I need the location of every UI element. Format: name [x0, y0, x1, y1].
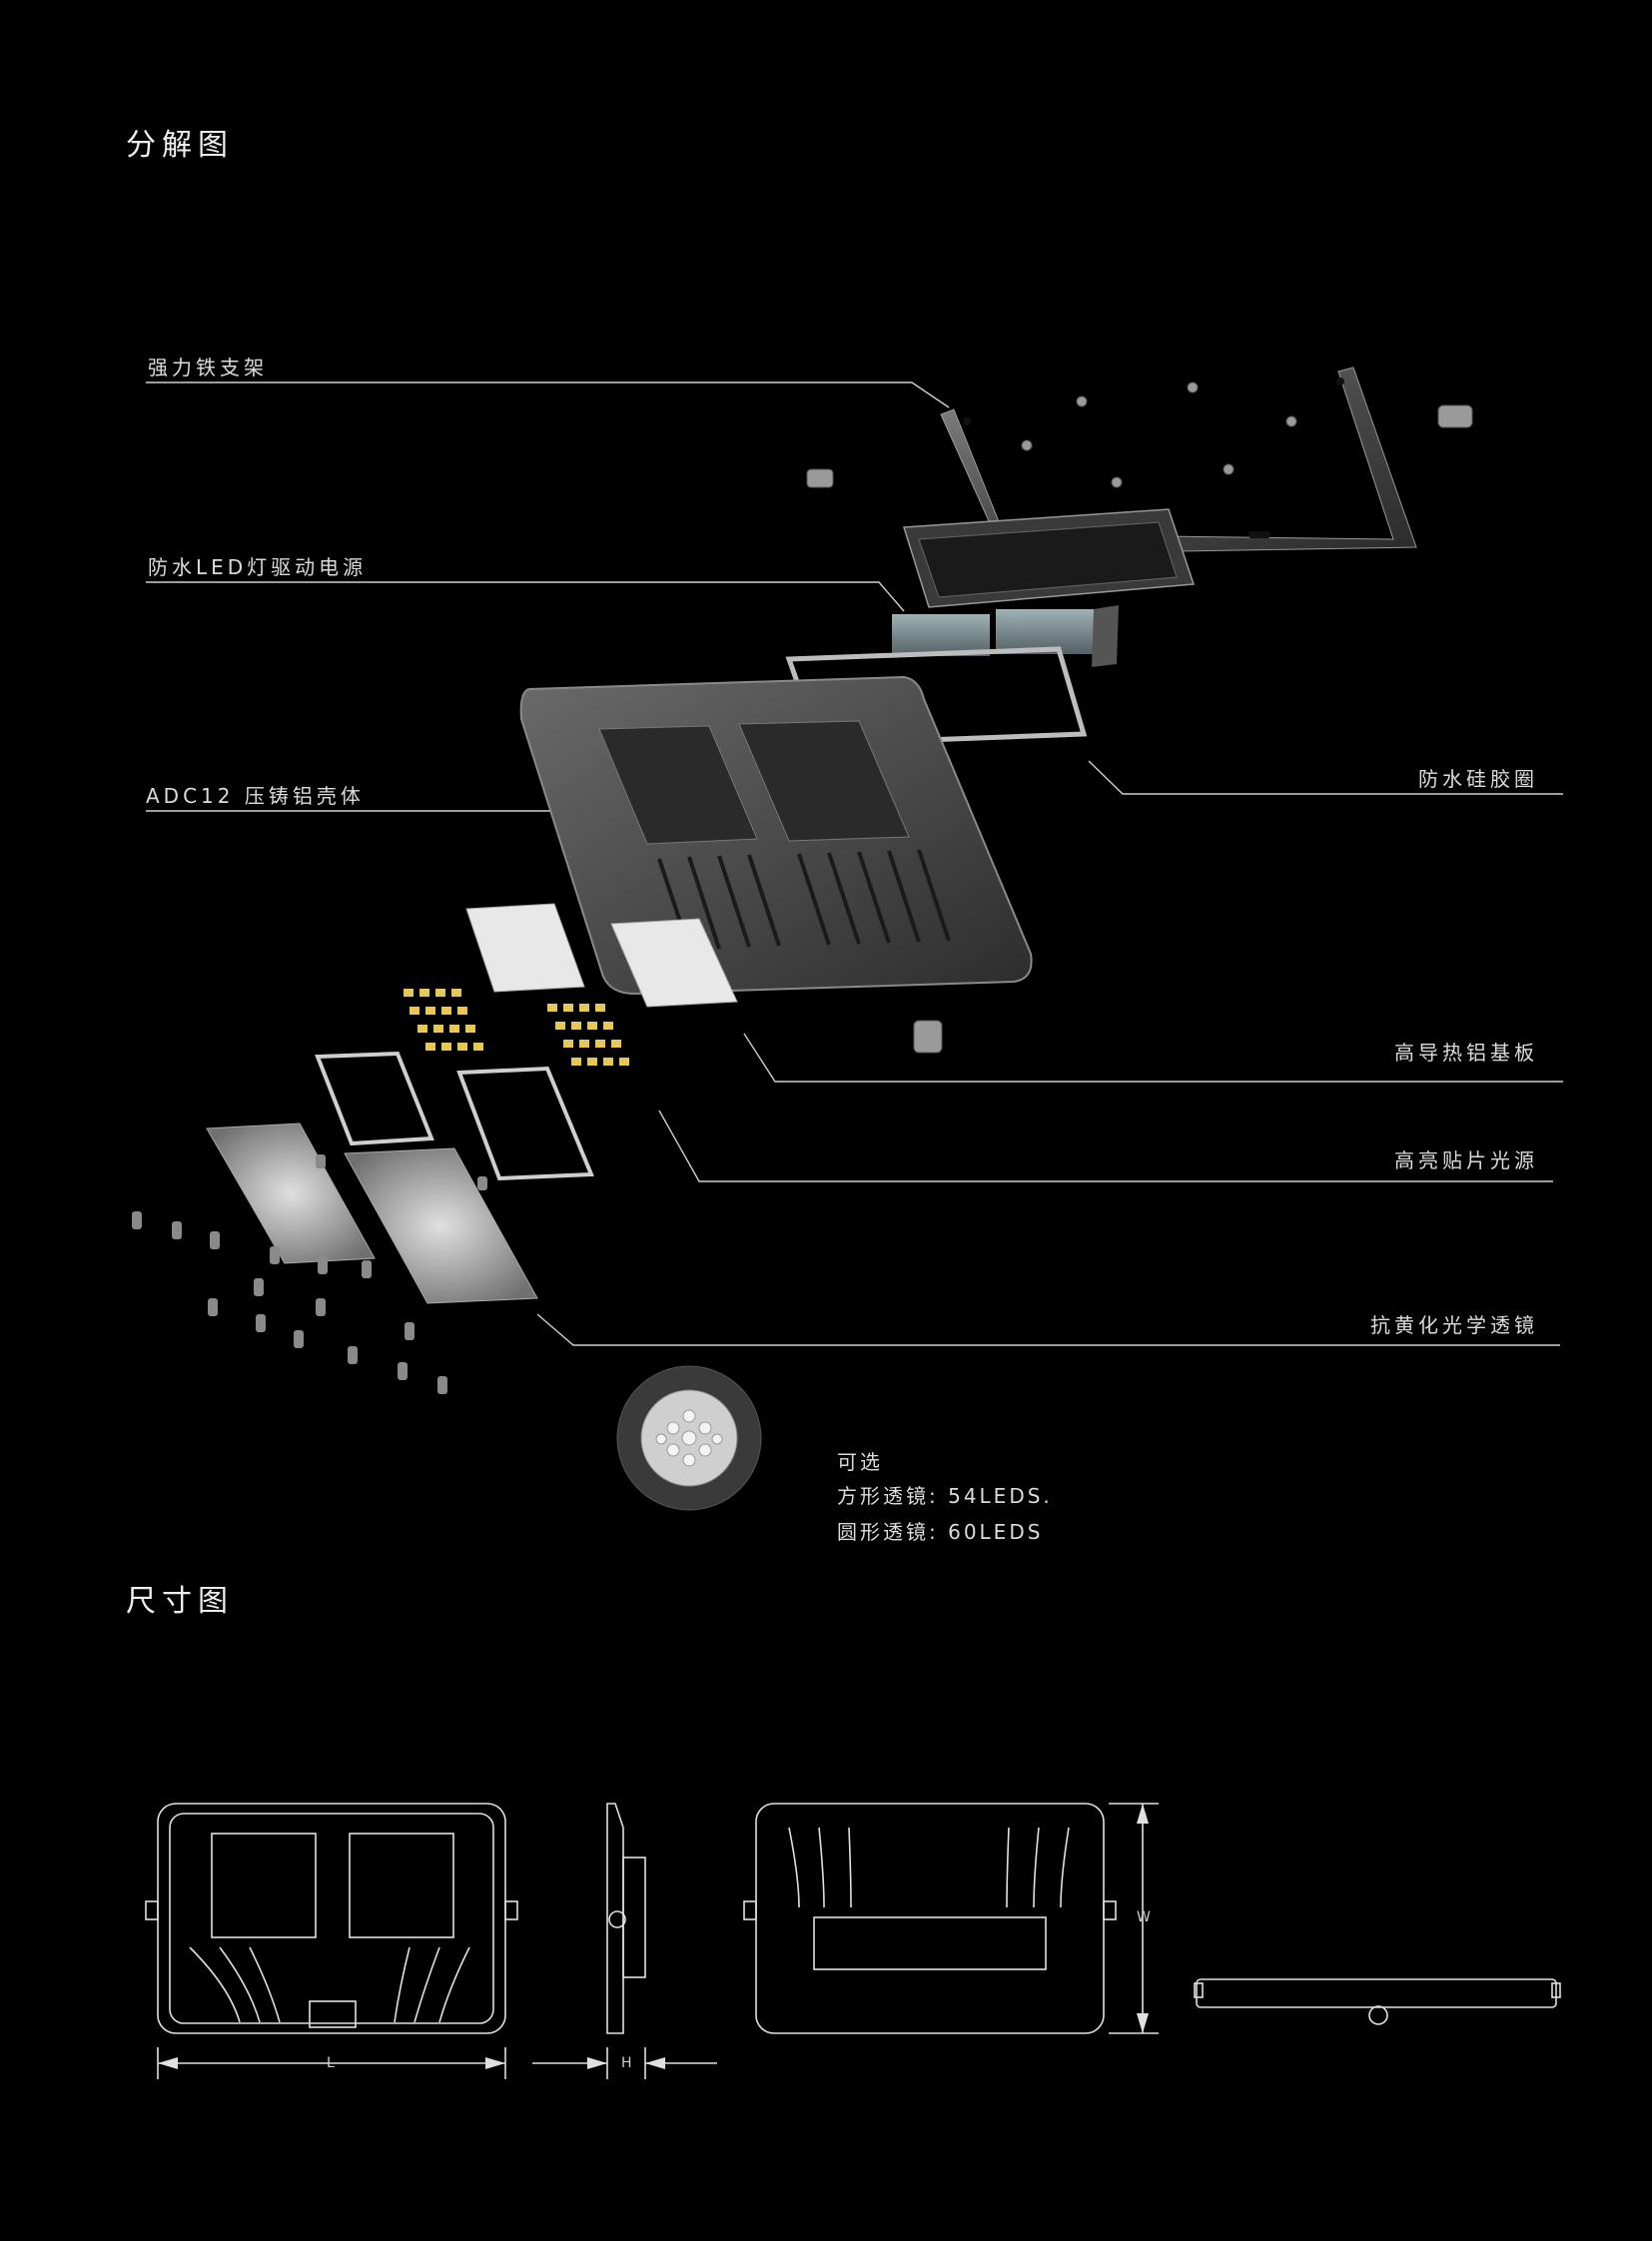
- screw: [316, 1298, 326, 1316]
- round-lens-inset: [616, 1365, 762, 1511]
- callout-aluminum-board: 高导热铝基板: [1394, 1041, 1538, 1065]
- dimension-length-label: L: [327, 2055, 335, 2071]
- screw: [132, 1211, 142, 1229]
- leader-lens: [536, 1313, 1560, 1346]
- exploded-view-title: 分解图: [126, 128, 234, 163]
- screw: [1223, 463, 1235, 475]
- screw: [398, 1362, 408, 1380]
- callout-lens: 抗黄化光学透镜: [1370, 1313, 1538, 1337]
- screw: [172, 1221, 182, 1239]
- screw: [1021, 439, 1033, 451]
- screw: [208, 1298, 218, 1316]
- screw: [316, 1154, 326, 1168]
- leader-aluminum-board: [743, 1033, 1563, 1083]
- screw: [348, 1346, 358, 1364]
- screw: [362, 1260, 372, 1278]
- callout-bracket: 强力铁支架: [148, 356, 268, 379]
- screw: [270, 1246, 280, 1264]
- optional-heading: 可选: [837, 1450, 883, 1474]
- screw: [254, 1278, 264, 1296]
- screw: [437, 1376, 447, 1394]
- smd-leds: [404, 989, 629, 1066]
- screw: [318, 1256, 328, 1274]
- lens-gasket: [456, 1066, 594, 1181]
- dimension-width-label: W: [1137, 1909, 1151, 1925]
- side-view: [606, 1803, 646, 2034]
- housing-part: [519, 675, 1033, 996]
- leader-driver: [146, 581, 905, 612]
- optical-lenses: [206, 1122, 538, 1304]
- driver-box: [892, 508, 1196, 667]
- screw: [405, 1322, 414, 1340]
- leader-gasket: [1088, 760, 1563, 795]
- leader-bracket: [146, 381, 950, 408]
- screw: [477, 1176, 487, 1190]
- screw: [210, 1231, 220, 1249]
- optional-round-lens: 圆形透镜: 60LEDS: [837, 1520, 1044, 1544]
- callout-smd-leds: 高亮贴片光源: [1394, 1148, 1538, 1172]
- callout-gasket: 防水硅胶圈: [1418, 767, 1538, 791]
- cable-gland: [913, 1020, 943, 1054]
- cable-gland: [1437, 404, 1473, 428]
- screw: [294, 1330, 304, 1348]
- cable-gland: [806, 468, 834, 488]
- callout-driver: 防水LED灯驱动电源: [148, 555, 368, 579]
- back-view: [743, 1803, 1117, 2034]
- screw: [256, 1314, 266, 1332]
- optional-square-lens: 方形透镜: 54LEDS.: [837, 1484, 1053, 1508]
- screw: [1111, 476, 1123, 488]
- front-view: [145, 1803, 518, 2034]
- aluminum-boards: [465, 903, 738, 1008]
- leader-smd-leds: [658, 1110, 1553, 1182]
- dimension-height-label: H: [621, 2055, 632, 2071]
- dimension-drawing-title: 尺寸图: [126, 1584, 234, 1619]
- bottom-view: [1194, 1978, 1561, 2025]
- callout-housing: ADC12 压铸铝壳体: [146, 784, 365, 808]
- screw: [1187, 381, 1199, 393]
- screw: [1285, 415, 1297, 427]
- lens-gasket: [315, 1051, 434, 1146]
- screw: [1076, 395, 1088, 407]
